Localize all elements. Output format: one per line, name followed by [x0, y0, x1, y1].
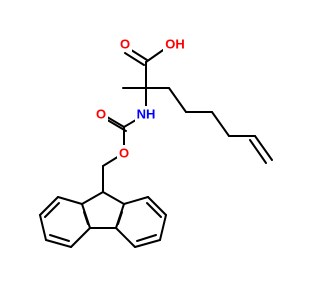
svg-text:O: O	[119, 146, 129, 161]
bond-left-ring-inner-1	[44, 202, 60, 218]
bond-left-ring-inner-3	[83, 211, 89, 225]
bond-right-ring-inner-3	[117, 211, 123, 225]
bond-acid-c-o-double-2	[124, 52, 145, 66]
bond-chain-1	[168, 87, 187, 113]
bond-terminal-alkene-2	[249, 139, 267, 164]
svg-text:OH: OH	[165, 37, 185, 52]
bond-right-ring-4	[134, 239, 161, 248]
bond-acid-c-oh	[145, 47, 167, 63]
atom-acid-carbonyl-o: O	[118, 36, 132, 52]
bond-right-ring-inner-2	[136, 234, 157, 242]
atom-acid-hydroxyl: OH	[163, 36, 187, 52]
bond-chain-5	[254, 135, 273, 161]
bond-c9-c9a	[81, 191, 104, 205]
bond-left-ring-1	[57, 196, 83, 205]
bond-left-ring-2	[39, 196, 59, 216]
atom-amide-n: NH	[135, 106, 158, 122]
structure-canvas: O OH NH O O	[39, 36, 273, 248]
bond-left-ring-3	[39, 214, 47, 241]
atom-ester-o: O	[117, 145, 131, 161]
bond-chain-3	[211, 111, 230, 137]
atom-carbamate-carbonyl-o: O	[94, 106, 108, 122]
svg-text:O: O	[120, 37, 130, 52]
bond-right-ring-5	[115, 227, 136, 248]
bond-left-ring-inner-2	[49, 234, 70, 242]
molecule-drawing: O OH NH O O	[39, 36, 273, 248]
svg-text:NH: NH	[137, 107, 156, 122]
bond-left-ring-4	[45, 239, 72, 248]
bond-right-ring-3	[159, 214, 167, 241]
bond-right-ring-2	[147, 196, 167, 216]
bond-right-ring-inner-1	[146, 202, 162, 218]
svg-text:O: O	[96, 107, 106, 122]
bond-right-ring-1	[123, 196, 149, 205]
bond-left-ring-5	[70, 227, 91, 248]
bond-c9-c8a	[102, 191, 125, 205]
